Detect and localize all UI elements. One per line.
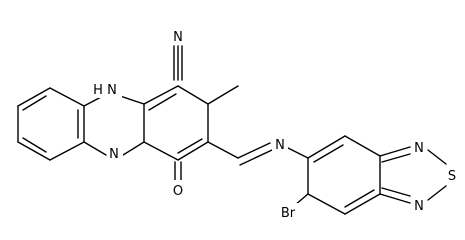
ring-bond	[381, 187, 411, 197]
ring-bond	[49, 141, 85, 161]
ring-bond	[17, 87, 51, 107]
ring-bond	[427, 149, 447, 165]
ring-bond	[379, 193, 411, 204]
ring-bond	[122, 141, 145, 156]
ring-bond	[17, 141, 51, 161]
ring-bond	[22, 95, 47, 111]
atom-labels: N H N N O N N S N Br	[92, 27, 460, 221]
ring-bond	[307, 193, 346, 215]
ring-bond	[177, 138, 203, 154]
ring-bond	[49, 87, 85, 107]
ring-bond	[381, 153, 411, 163]
ring-bond	[148, 93, 177, 111]
ring-bond	[427, 185, 447, 201]
linker-bond	[287, 147, 309, 159]
bonds	[17, 45, 447, 215]
linker-bond	[207, 141, 239, 159]
ring-bond	[379, 146, 411, 157]
ring-bond	[119, 95, 145, 105]
thiadiazole-n-top-label: N	[414, 141, 424, 156]
ring-bond	[313, 144, 344, 163]
ring-bond	[344, 189, 375, 208]
ring-bond	[344, 135, 381, 157]
ring-bond	[177, 141, 209, 161]
nh-n-label: N	[107, 83, 117, 98]
methyl-bond	[207, 85, 239, 105]
ring-bond	[83, 141, 107, 156]
nh-h-label: H	[93, 83, 103, 98]
imine-n-label: N	[275, 138, 285, 153]
thiadiazole-n-bottom-label: N	[414, 199, 424, 214]
ring-bond	[344, 193, 381, 215]
imine-double-bond	[239, 149, 273, 166]
ring-bond	[143, 85, 179, 105]
ring-bond	[307, 135, 346, 159]
imine-double-bond	[237, 142, 271, 159]
thiadiazole-s-label: S	[448, 169, 456, 184]
nitrile-n-label: N	[173, 30, 183, 45]
carbonyl-o-label: O	[173, 184, 183, 199]
ring-bond	[143, 141, 179, 161]
bromo-label: Br	[281, 206, 296, 221]
ring-bond	[22, 137, 47, 153]
ring-bond	[177, 85, 209, 105]
ring-n-label: N	[109, 147, 119, 162]
